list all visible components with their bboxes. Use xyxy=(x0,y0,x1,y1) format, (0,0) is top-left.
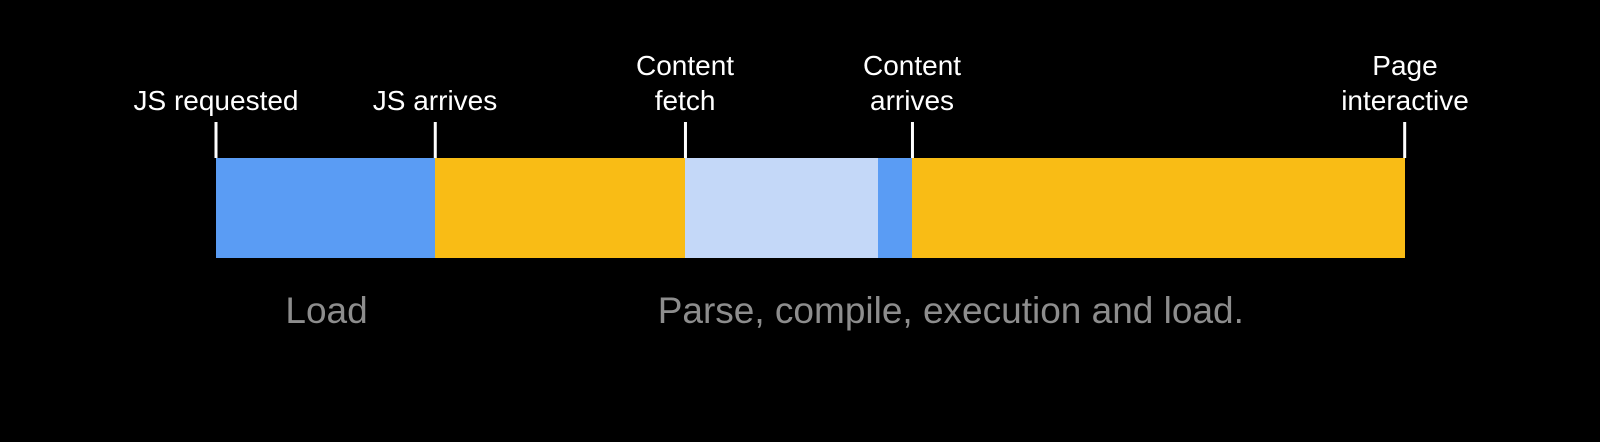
phase-caption-parse-compile: Parse, compile, execution and load. xyxy=(657,290,1244,331)
milestone-tick xyxy=(683,122,687,158)
milestone-tick xyxy=(214,122,218,158)
milestone-page-interactive: Page interactive xyxy=(1341,48,1469,158)
milestone-tick xyxy=(910,122,914,158)
milestone-content-fetch: Content fetch xyxy=(636,48,734,158)
phase-caption-load: Load xyxy=(285,290,368,331)
segment-content-fetch xyxy=(685,158,878,258)
segment-content-arrives xyxy=(878,158,912,258)
phase-caption-layer: Load Parse, compile, execution and load. xyxy=(216,258,1405,358)
milestone-content-arrives: Content arrives xyxy=(863,48,961,158)
milestone-tick xyxy=(1403,122,1407,158)
milestone-label: Content fetch xyxy=(636,50,735,116)
milestone-label: Content arrives xyxy=(862,50,962,116)
milestone-layer: JS requested JS arrives Content fetch Co… xyxy=(134,48,1469,158)
segment-js-request-load xyxy=(216,158,435,258)
timeline-bar xyxy=(216,158,1405,258)
milestone-js-requested: JS requested xyxy=(134,48,299,158)
milestone-tick xyxy=(433,122,437,158)
milestone-label: JS requested xyxy=(133,85,299,116)
milestone-label: JS arrives xyxy=(372,85,498,116)
segment-parse-compile-before-fetch xyxy=(435,158,686,258)
milestone-js-arrives: JS arrives xyxy=(373,48,497,158)
milestone-label: Page interactive xyxy=(1341,50,1469,116)
segment-execution-and-load xyxy=(912,158,1405,258)
